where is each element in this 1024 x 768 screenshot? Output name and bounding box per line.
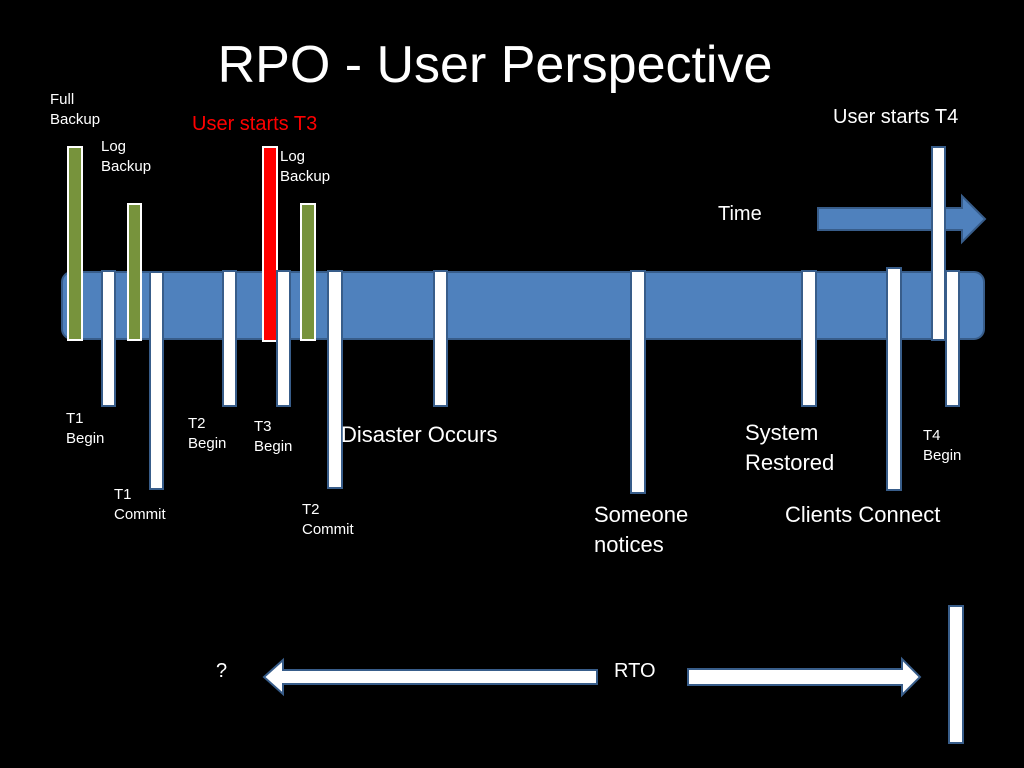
time-arrow-icon: [817, 193, 987, 245]
t3-start-marker: [262, 146, 278, 342]
disaster-occurs-marker: [433, 270, 448, 407]
full-backup-label: Full Backup: [50, 90, 100, 130]
t3-begin-marker: [276, 270, 291, 407]
t1-commit-label-line2: Commit: [114, 506, 166, 523]
t1-begin-label-line2: Begin: [66, 430, 105, 447]
t1-begin-label-line1: T1: [66, 410, 84, 427]
log-backup-marker-2: [300, 203, 316, 341]
t4-begin-label-line1: T4: [923, 427, 941, 444]
t2-begin-label: T2 Begin: [188, 414, 226, 454]
system-restored-marker: [801, 270, 817, 407]
system-restored-label-line2: Restored: [745, 450, 835, 475]
system-restored-label: System Restored: [745, 418, 834, 478]
full-backup-label-line2: Backup: [50, 111, 101, 128]
clients-connect-marker: [886, 267, 902, 491]
disaster-occurs-label: Disaster Occurs: [341, 422, 498, 447]
rto-label: RTO: [614, 660, 656, 682]
t1-commit-label: T1 Commit: [114, 485, 166, 525]
t3-begin-label: T3 Begin: [254, 417, 292, 457]
t1-commit-label-line1: T1: [114, 486, 132, 503]
t1-begin-marker: [101, 270, 116, 407]
someone-notices-label-line1: Someone: [594, 502, 689, 527]
someone-notices-marker: [630, 270, 646, 494]
rto-left-arrow-icon: [262, 657, 598, 697]
timeline-bar: [61, 271, 985, 340]
user-starts-t4-label: User starts T4: [833, 106, 959, 128]
t2-begin-marker: [222, 270, 237, 407]
rto-end-marker: [948, 605, 964, 744]
t2-begin-label-line2: Begin: [188, 435, 227, 452]
log-backup-1-label-line2: Backup: [101, 158, 152, 175]
question-label: ?: [216, 660, 228, 682]
log-backup-1-label-line1: Log: [101, 138, 127, 155]
t4-begin-label-line2: Begin: [923, 447, 962, 464]
full-backup-marker: [67, 146, 83, 341]
log-backup-2-label-line1: Log: [280, 148, 306, 165]
full-backup-label-line1: Full: [50, 91, 75, 108]
t2-commit-label-line1: T2: [302, 501, 320, 518]
page-title: RPO - User Perspective: [217, 36, 773, 94]
time-label: Time: [718, 203, 762, 225]
log-backup-1-label: Log Backup: [101, 137, 151, 177]
t2-commit-label-line2: Commit: [302, 521, 354, 538]
t1-begin-label: T1 Begin: [66, 409, 104, 449]
someone-notices-label: Someone notices: [594, 500, 688, 560]
log-backup-2-label: Log Backup: [280, 147, 330, 187]
user-starts-t4-marker: [931, 146, 946, 341]
clients-connect-label: Clients Connect: [785, 502, 941, 527]
t4-begin-label: T4 Begin: [923, 426, 961, 466]
user-starts-t3-label: User starts T3: [192, 113, 318, 135]
someone-notices-label-line2: notices: [594, 532, 664, 557]
log-backup-marker-1: [127, 203, 142, 341]
t3-begin-label-line1: T3: [254, 418, 272, 435]
t2-commit-label: T2 Commit: [302, 500, 354, 540]
t4-begin-marker: [945, 270, 960, 407]
system-restored-label-line1: System: [745, 420, 819, 445]
t2-begin-label-line1: T2: [188, 415, 206, 432]
t1-commit-marker: [149, 271, 164, 490]
t2-commit-marker: [327, 270, 343, 489]
t3-begin-label-line2: Begin: [254, 438, 293, 455]
log-backup-2-label-line2: Backup: [280, 168, 331, 185]
rto-right-arrow-icon: [687, 656, 922, 698]
